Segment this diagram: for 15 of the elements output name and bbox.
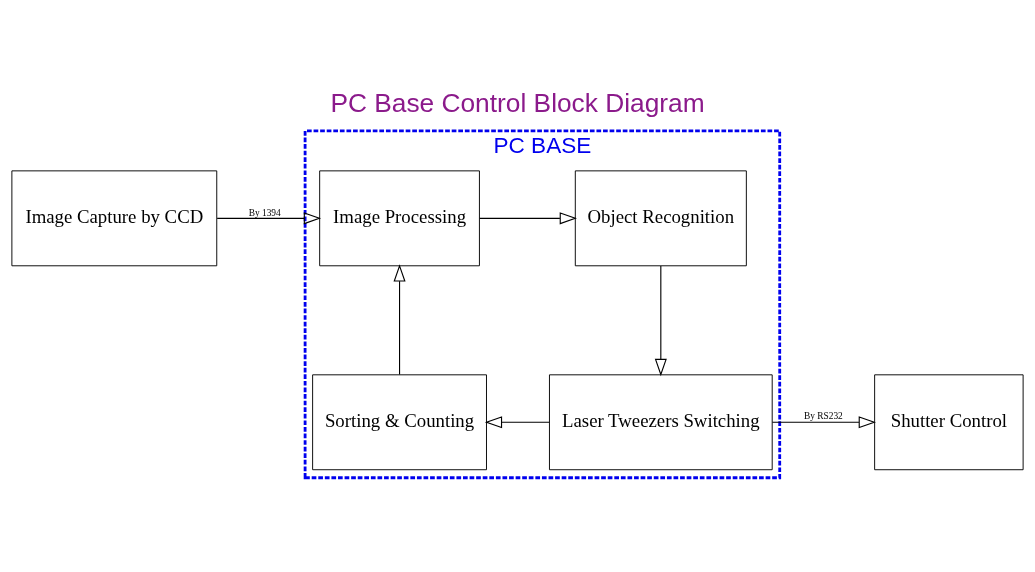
arrow bbox=[479, 212, 577, 225]
node-box: Image Capture by CCD bbox=[11, 170, 218, 267]
diagram-title: PC Base Control Block Diagram bbox=[330, 87, 705, 118]
arrow bbox=[484, 416, 550, 429]
arrow bbox=[216, 212, 322, 225]
node-box: Image Processing bbox=[319, 170, 480, 267]
node-box: Laser Tweezers Switching bbox=[549, 374, 773, 471]
node-box: Sorting & Counting bbox=[312, 374, 487, 471]
arrow bbox=[654, 265, 667, 377]
arrow bbox=[393, 264, 406, 376]
edge-label: By RS232 bbox=[804, 411, 843, 422]
arrow bbox=[771, 416, 876, 429]
node-box: Shutter Control bbox=[874, 374, 1024, 471]
node-box: Object Recognition bbox=[574, 170, 747, 267]
edge-label: By 1394 bbox=[248, 207, 281, 218]
